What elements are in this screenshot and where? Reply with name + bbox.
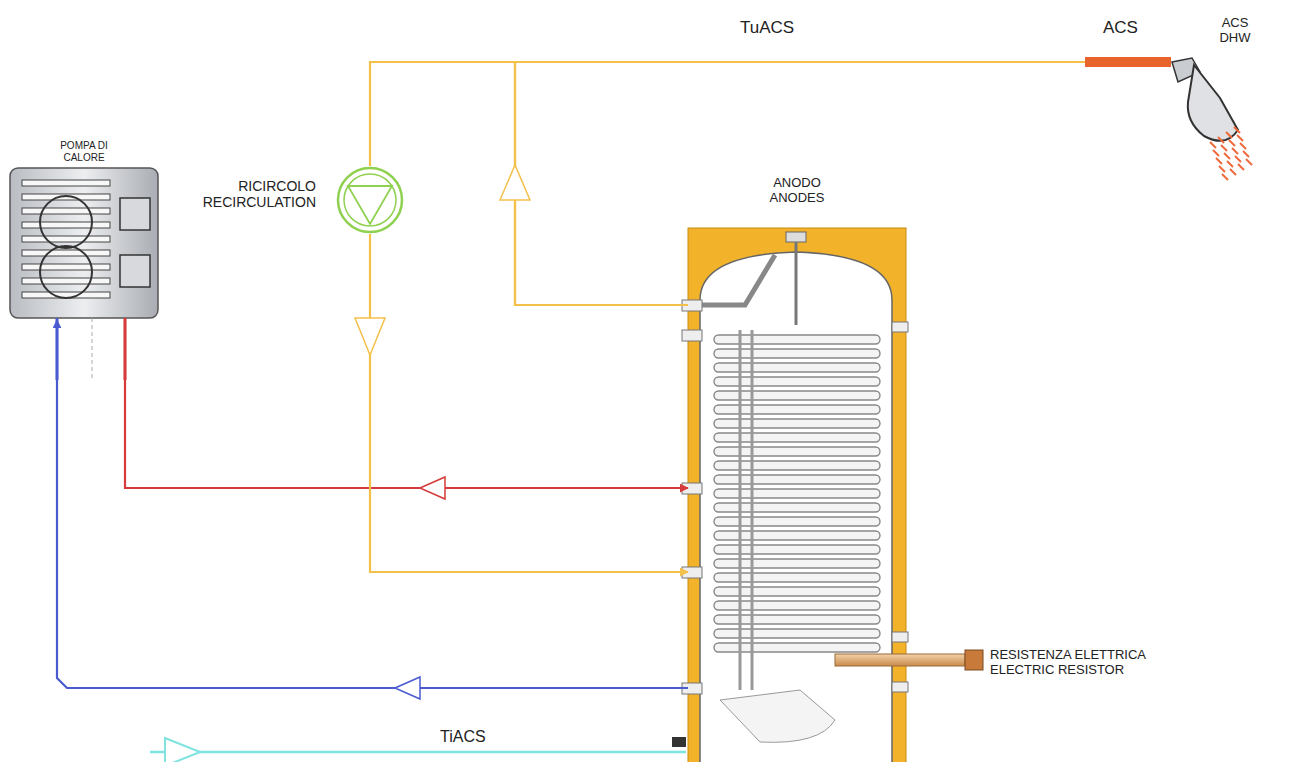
storage-tank: ANODO ANODES [688,176,906,762]
pipe-connector [370,234,688,572]
node-label: ANODO ANODES [757,176,837,206]
flow-arrow [500,165,530,200]
flow-arrow [395,677,420,699]
flow-arrow [420,477,445,499]
text-label: TiACS [440,728,520,746]
heat-pump: POMPA DI CALORE [10,140,158,320]
text-label: ACS [1103,18,1163,38]
pipe-connector [125,320,688,488]
pipe-connector [515,62,1170,305]
storage-tank [672,228,983,762]
node-label: ACS DHW [1210,16,1260,46]
cold-water-inlet [150,738,686,762]
text-label: RESISTENZA ELETTRICA ELECTRIC RESISTOR [990,648,1190,678]
pipe-connector [57,320,688,688]
pipe-connector [370,62,688,305]
node-label: POMPA DI CALORE [39,140,129,163]
recirculation-pump: RICIRCOLO RECIRCULATION [186,166,404,234]
shower-outlet: ACS DHW [1170,10,1286,190]
hot-water-outlet [1085,57,1171,67]
node-label: RICIRCOLO RECIRCULATION [186,178,316,210]
heat-pump-unit [10,168,158,380]
text-label: TuACS [740,18,830,38]
pump-symbol [336,166,406,234]
flow-arrow [355,318,385,355]
